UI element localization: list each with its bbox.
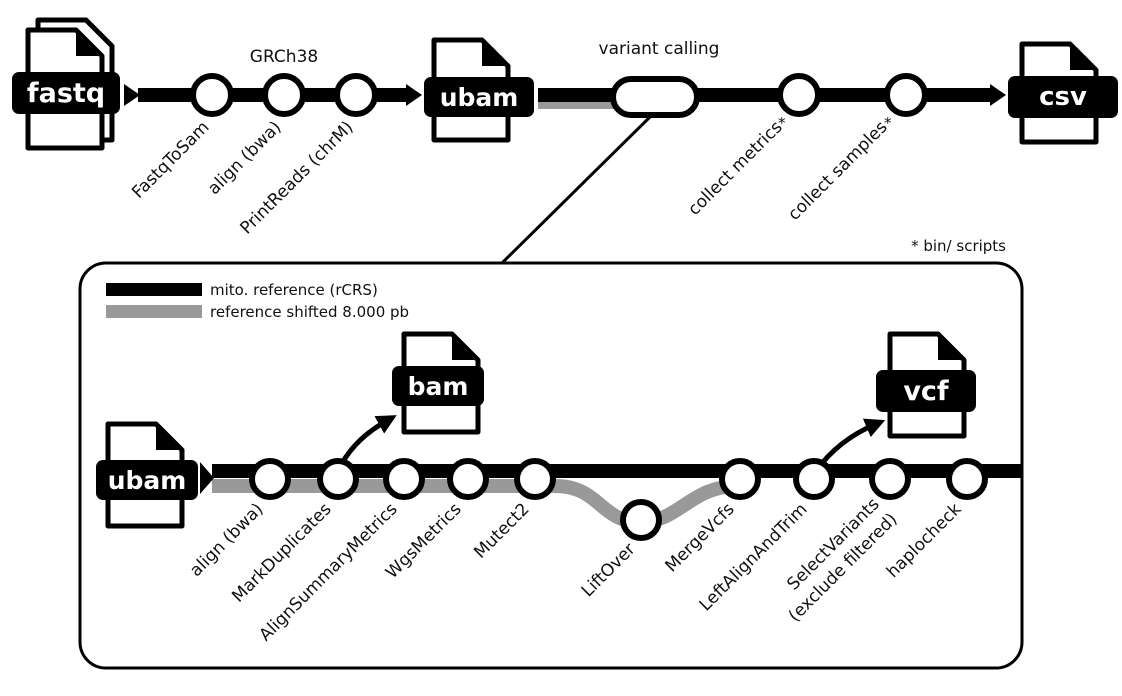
reference-label: GRCh38 [250,47,318,67]
detail-ubam-file-icon: ubam [96,421,198,529]
vcf-label-badge [876,370,976,412]
bam-file-icon: bam [392,331,484,435]
node-wgsmetrics [447,458,489,500]
vcf-label: vcf [903,376,949,407]
node-mergevcfs [719,458,761,500]
step-label-collect-samples: collect samples [784,117,891,224]
arrowhead-icon [990,84,1006,106]
legend-swatch-shifted [106,305,202,318]
node-markduplicates [317,458,359,500]
fastq-label-badge [12,72,120,114]
fastq-file-icon: fastq [12,17,120,151]
csv-label: csv [1039,82,1087,112]
vcf-file-icon: vcf [876,331,976,439]
arrowhead-icon [200,462,214,494]
bam-label: bam [408,372,469,401]
node-alignsummarymetrics [383,458,425,500]
node-mutect2 [514,458,556,500]
detail-ubam-badge [96,460,198,500]
node-leftalignandtrim [793,458,835,500]
node-haplocheck [946,458,988,500]
variant-calling-detail: mito. reference (rCRS) reference shifted… [78,261,1024,670]
node-printreads [334,73,378,117]
asterisk-marker: * [778,114,786,132]
fastq-label: fastq [27,78,105,109]
csv-file-icon: csv [1008,41,1118,145]
node-collect-samples [884,73,928,117]
legend-label-shifted: reference shifted 8.000 pb [210,303,409,321]
variant-calling-label: variant calling [599,39,720,59]
top-pipeline: fastq GRCh38 FastqToSam align (bwa) Prin… [12,17,1118,255]
footnote: * bin/ scripts [911,237,1006,255]
detail-ubam-label: ubam [108,466,187,495]
legend-label-main: mito. reference (rCRS) [210,281,378,299]
asterisk-marker: * [884,114,892,132]
node-fastqtosam [190,73,234,117]
node-liftover [620,499,662,541]
ubam-label-badge [424,77,534,117]
arrowhead-icon [406,84,422,106]
ubam-label: ubam [440,83,519,112]
step-label-collect-metrics: collect metrics [684,117,786,219]
bam-label-badge [392,366,484,406]
node-collect-metrics [777,73,821,117]
node-align-bwa [262,73,306,117]
arrowhead-icon [124,84,140,106]
ubam-file-icon: ubam [424,37,534,143]
variant-calling-node [610,76,700,118]
node-align-bwa [249,458,291,500]
legend-swatch-main [106,283,202,296]
step-label-fastqtosam: FastqToSam [128,117,213,202]
node-selectvariants [869,458,911,500]
zoom-connector-line [500,113,654,265]
csv-label-badge [1008,76,1118,118]
